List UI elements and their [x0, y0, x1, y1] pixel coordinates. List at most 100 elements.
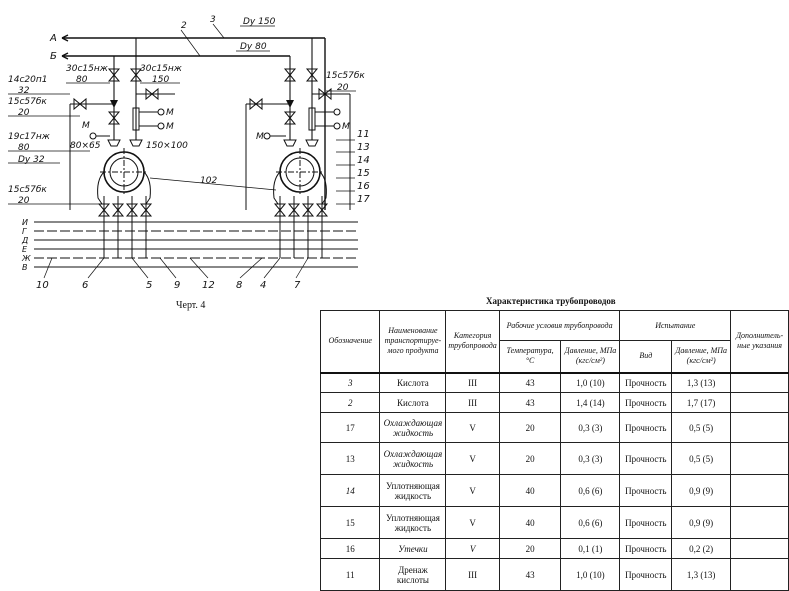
cell-designation: 16 [319, 538, 381, 559]
cell-test-pressure: 1,3 (13) [671, 371, 732, 393]
cell-category: V [445, 412, 500, 443]
header-pressure: Давление, МПа (кгс/см²) [560, 340, 621, 373]
cell-notes [730, 474, 789, 507]
cell-temperature: 20 [498, 412, 562, 443]
cell-test-type: Прочность [619, 558, 673, 591]
cell-product: Охлаждающая жидкость [379, 412, 447, 443]
cell-pressure: 0,6 (6) [560, 506, 621, 539]
cell-test-type: Прочность [619, 371, 673, 393]
cell-temperature: 20 [498, 442, 562, 475]
valve-label: 20 [337, 83, 349, 93]
piping-scheme-drawing: А Б 2 3 Dy 150 Dy 80 [8, 15, 370, 291]
cell-product: Утечки [379, 538, 447, 559]
cell-product: Кислота [379, 392, 447, 413]
cell-designation: 13 [319, 442, 381, 475]
line-number-bottom: 10 [36, 280, 49, 291]
line-a-label: А [49, 33, 57, 44]
header-line-a [61, 34, 326, 210]
gauge-label: М [256, 132, 264, 142]
gauge-label: М [166, 122, 174, 132]
valve-label: 15с57бк [326, 71, 365, 81]
valve-label: 19с17нж [8, 132, 51, 142]
cell-category: III [445, 558, 500, 591]
valve-label: 30с15нж [140, 64, 183, 74]
cell-pressure: 0,3 (3) [560, 412, 621, 443]
valve-label: 20 [18, 108, 30, 118]
cell-pressure: 0,1 (1) [560, 538, 621, 559]
vessel-label: 102 [200, 176, 217, 186]
line-number-right: 17 [357, 194, 370, 205]
cell-test-pressure: 0,9 (9) [671, 506, 732, 539]
cell-designation: 2 [319, 392, 381, 413]
cell-test-type: Прочность [619, 412, 673, 443]
header-conditions: Рабочие условия трубопровода [498, 310, 621, 341]
cell-test-pressure: 0,5 (5) [671, 442, 732, 475]
valve-label: 32 [18, 86, 30, 96]
cell-product: Уплотняющая жидкость [379, 506, 447, 539]
table-row: 11 Дренаж кислоты III 43 1,0 (10) Прочно… [319, 558, 789, 591]
line-2-label: 2 [181, 21, 187, 31]
table-row: 15 Уплотняющая жидкость V 40 0,6 (6) Про… [319, 506, 789, 539]
cell-notes [730, 558, 789, 591]
collector-letter: Д [21, 236, 28, 245]
header-test-type: Вид [619, 340, 673, 373]
line-number-bottom: 8 [236, 280, 242, 291]
cell-temperature: 43 [498, 558, 562, 591]
table-row: 14 Уплотняющая жидкость V 40 0,6 (6) Про… [319, 474, 789, 507]
header-temperature: Температура, °С [498, 340, 562, 373]
cell-notes [730, 371, 789, 393]
valve-label: 150 [152, 75, 169, 85]
cell-product: Кислота [379, 371, 447, 393]
cell-product: Уплотняющая жидкость [379, 474, 447, 507]
cell-test-pressure: 1,7 (17) [671, 392, 732, 413]
header-line-b [61, 52, 290, 60]
line-number-bottom: 9 [174, 280, 180, 291]
collector-letter: И [22, 218, 28, 227]
line-b-label: Б [50, 51, 57, 62]
dy80-label: Dy 80 [240, 42, 267, 52]
cell-test-pressure: 1,3 (13) [671, 558, 732, 591]
header-product: Наименование транспортируе-мого продукта [379, 310, 447, 373]
cell-test-pressure: 0,5 (5) [671, 412, 732, 443]
cell-pressure: 1,0 (10) [560, 371, 621, 393]
cell-notes [730, 392, 789, 413]
cell-test-type: Прочность [619, 538, 673, 559]
cell-product: Дренаж кислоты [379, 558, 447, 591]
cell-temperature: 40 [498, 474, 562, 507]
cell-category: III [445, 371, 500, 393]
gauge-label: М [342, 122, 350, 132]
vessel-right [273, 148, 327, 205]
collector-letter: В [22, 263, 28, 272]
collector-lines [34, 221, 358, 268]
cell-pressure: 1,0 (10) [560, 558, 621, 591]
valve-label: 20 [18, 196, 30, 206]
collector-letter: Г [22, 227, 27, 236]
reducer-label: 150×100 [146, 141, 188, 151]
line-number-bottom: 5 [146, 280, 152, 291]
cell-notes [730, 538, 789, 559]
cell-designation: 11 [319, 558, 381, 591]
valve-label: 30с15нж [66, 64, 109, 74]
cell-temperature: 20 [498, 538, 562, 559]
table-row: 17 Охлаждающая жидкость V 20 0,3 (3) Про… [319, 412, 789, 443]
cell-product: Охлаждающая жидкость [379, 442, 447, 475]
cell-category: V [445, 442, 500, 475]
cell-test-type: Прочность [619, 442, 673, 475]
cell-category: V [445, 538, 500, 559]
collector-letter: Ж [21, 254, 31, 263]
valve-label: 14с20п1 [8, 75, 47, 85]
table-row: 16 Утечки V 20 0,1 (1) Прочность 0,2 (2) [319, 538, 789, 559]
cell-category: V [445, 506, 500, 539]
line-number-right: 16 [357, 181, 370, 192]
line-number-bottom: 7 [294, 280, 301, 291]
cell-designation: 3 [319, 371, 381, 393]
valve-label: 80 [76, 75, 88, 85]
header-notes: Дополнитель-ные указания [730, 310, 789, 373]
cell-pressure: 0,3 (3) [560, 442, 621, 475]
cell-test-type: Прочность [619, 474, 673, 507]
line-number-bottom: 12 [202, 280, 215, 291]
reducer-label: 80×65 [70, 141, 101, 151]
table-row: 2 Кислота III 43 1,4 (14) Прочность 1,7 … [319, 392, 789, 413]
header-test-pressure: Давление, МПа (кгс/см²) [671, 340, 732, 373]
table-row: 3 Кислота III 43 1,0 (10) Прочность 1,3 … [319, 371, 789, 393]
